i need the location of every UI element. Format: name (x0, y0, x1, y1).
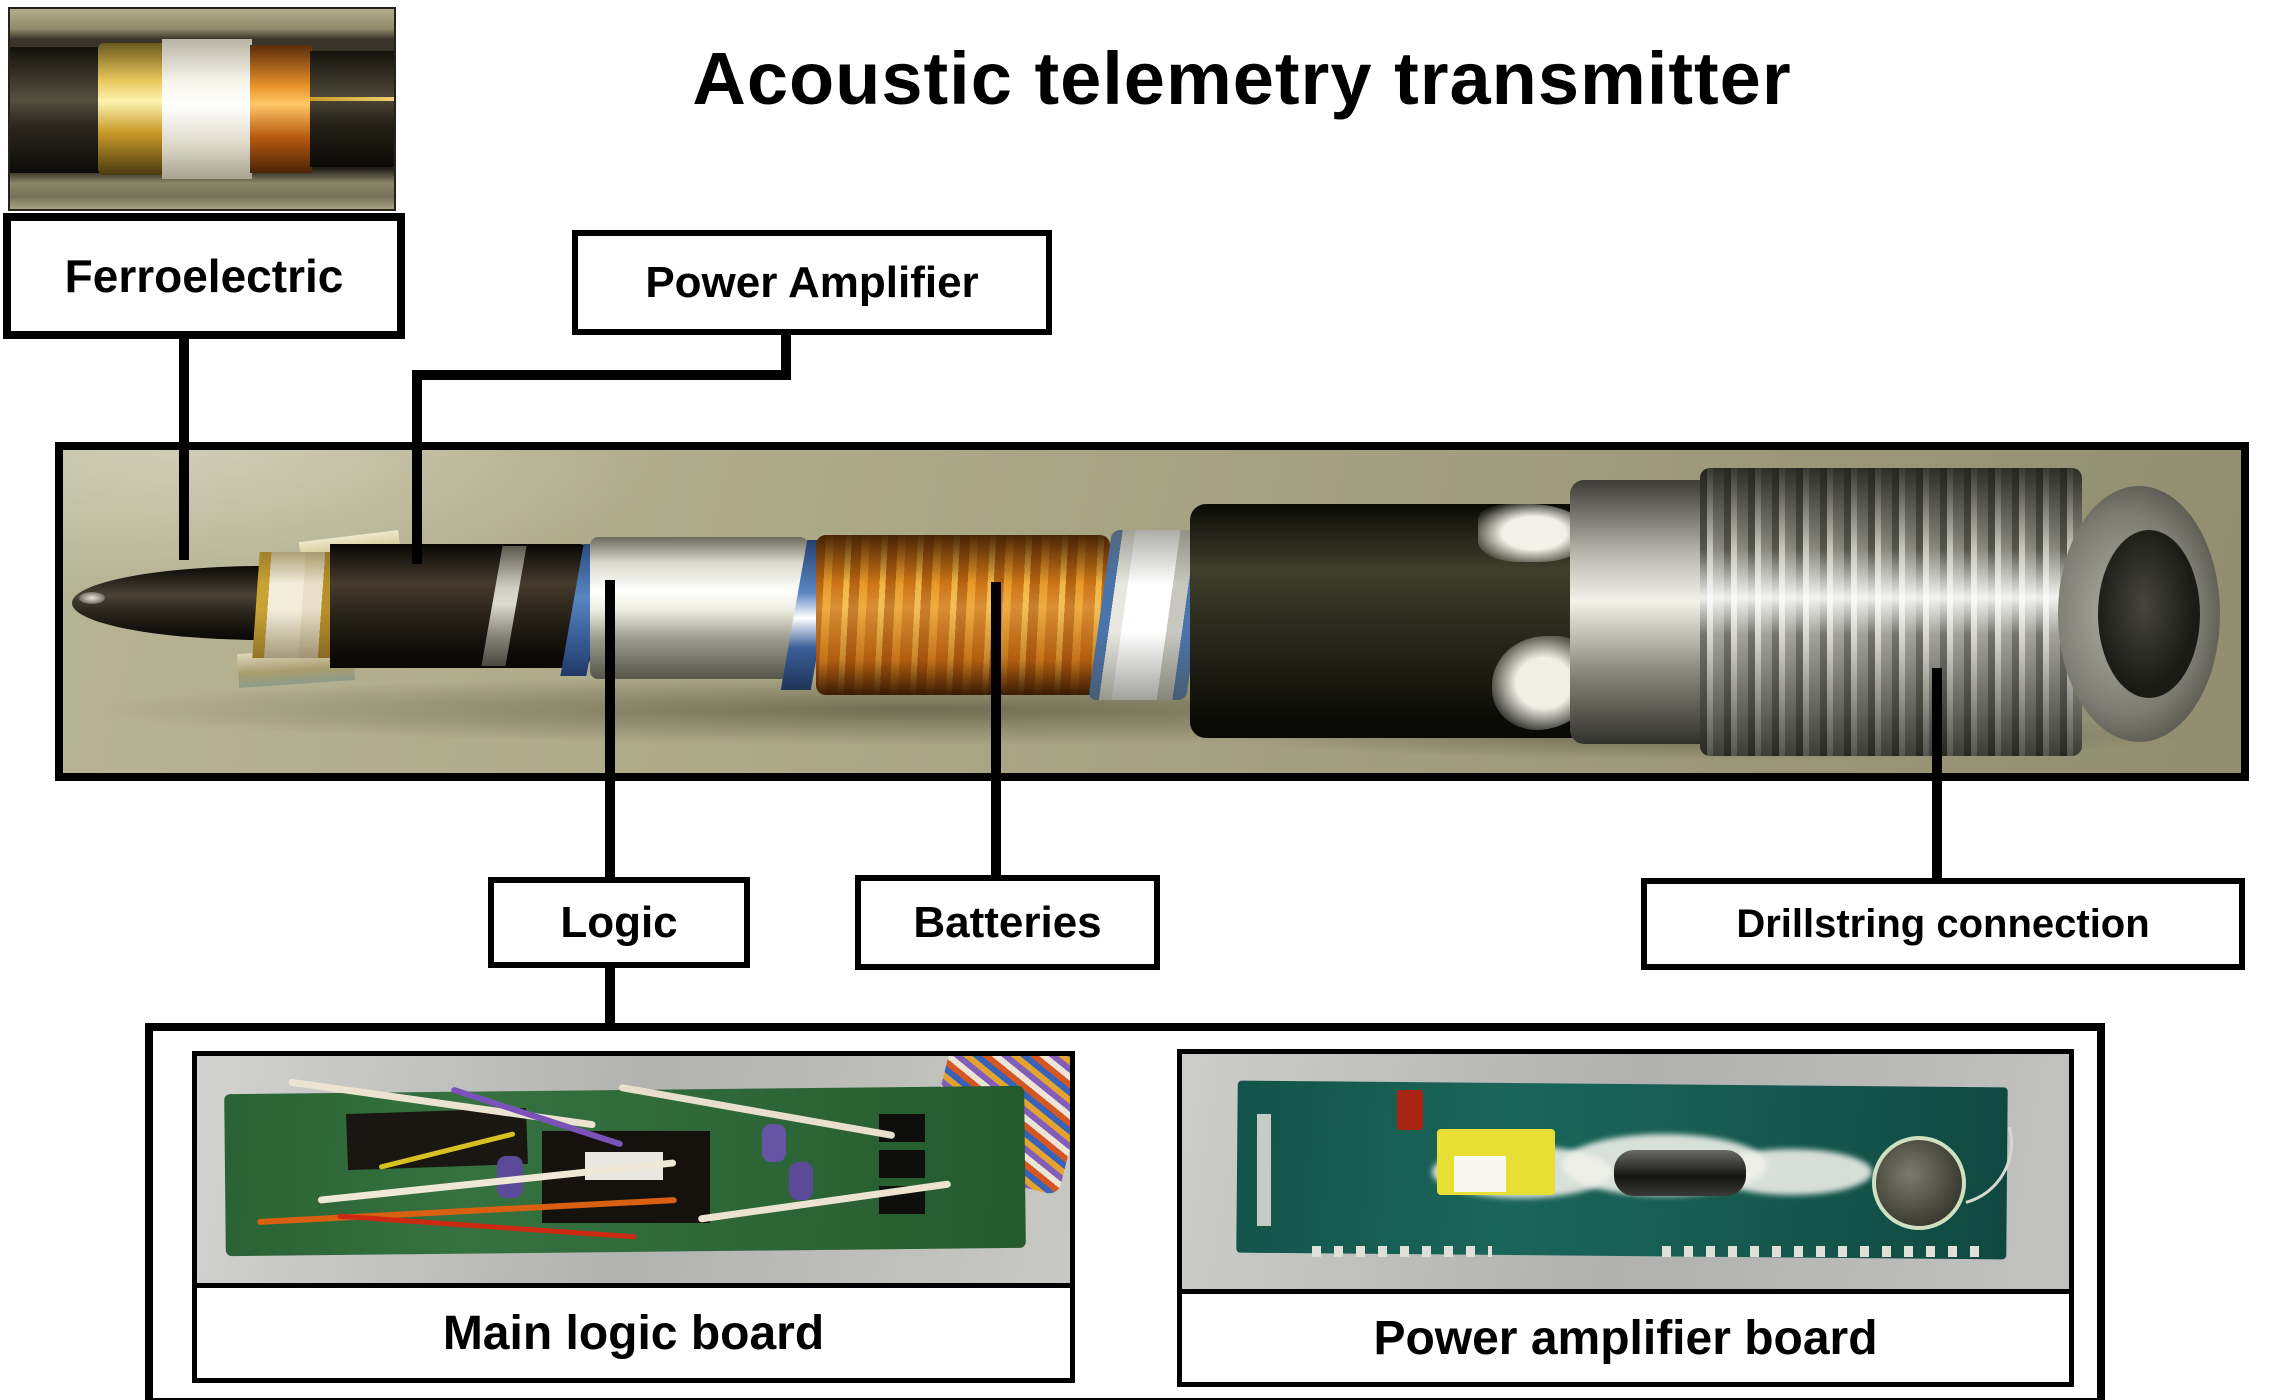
ferroelectric-inset-photo (8, 7, 396, 211)
power-amplifier-board-label-text: Power amplifier board (1373, 1311, 1878, 1365)
connector-logic-lower (605, 953, 615, 1027)
connector-power-amplifier-elbow (412, 370, 791, 380)
transmitter-photo (55, 442, 2249, 781)
amplifier-yellow-capacitor-label (1454, 1156, 1506, 1192)
logic-capacitor (762, 1124, 786, 1162)
main-logic-board-figure: Main logic board (192, 1051, 1075, 1383)
callout-ferroelectric: Ferroelectric (3, 213, 405, 339)
power-amplifier-board-figure: Power amplifier board (1177, 1049, 2074, 1387)
callout-power-amplifier-label: Power Amplifier (645, 257, 979, 307)
tool-nose-tip-highlight (79, 592, 105, 604)
connector-drillstring (1932, 668, 1942, 880)
circuit-boards-panel: Main logic board Power amplifier boa (145, 1023, 2105, 1400)
tool-logic-chrome-tube (590, 537, 808, 679)
tool-end-bore (2098, 530, 2200, 698)
connector-power-amplifier-upper (781, 318, 791, 380)
amplifier-red-component (1397, 1090, 1423, 1130)
connector-ferroelectric (179, 320, 189, 560)
callout-drillstring-connection: Drillstring connection (1641, 878, 2245, 970)
callout-batteries-label: Batteries (913, 897, 1102, 947)
inset-brass-cylinder (98, 43, 164, 175)
inset-rod-right (310, 51, 394, 167)
main-logic-board-label-text: Main logic board (442, 1306, 825, 1360)
power-amplifier-board-photo (1182, 1054, 2069, 1289)
callout-drillstring-connection-label: Drillstring connection (1736, 901, 2150, 946)
main-logic-board-label: Main logic board (197, 1283, 1070, 1378)
connector-logic-upper (605, 580, 615, 879)
tool-battery-copper-section (816, 535, 1110, 695)
tool-power-amplifier-housing (330, 544, 590, 668)
connector-power-amplifier-lower (412, 372, 422, 564)
callout-ferroelectric-label: Ferroelectric (64, 250, 344, 302)
amplifier-solder-pads (1312, 1246, 1492, 1257)
amplifier-inductor-barrel (1614, 1150, 1746, 1196)
logic-capacitor (789, 1162, 813, 1200)
main-logic-board-photo (197, 1056, 1070, 1283)
logic-transistor (879, 1150, 925, 1178)
connector-batteries (991, 582, 1001, 877)
tool-steel-collar (1570, 480, 1712, 744)
inset-copper-ring (250, 45, 312, 173)
callout-power-amplifier: Power Amplifier (572, 230, 1052, 335)
page-title: Acoustic telemetry transmitter (692, 37, 1792, 120)
tool-threaded-pin (1700, 468, 2082, 756)
power-amplifier-board-label: Power amplifier board (1182, 1289, 2069, 1382)
amplifier-transistor-can (1872, 1136, 1966, 1230)
inset-rod-left (10, 47, 102, 173)
amplifier-silkscreen-strip (1257, 1114, 1271, 1226)
callout-batteries: Batteries (855, 875, 1160, 970)
inset-gold-wire (310, 97, 394, 101)
amplifier-solder-pads (1662, 1246, 1992, 1257)
callout-logic: Logic (488, 877, 750, 968)
callout-logic-label: Logic (560, 897, 678, 947)
inset-ceramic-band (162, 39, 252, 179)
